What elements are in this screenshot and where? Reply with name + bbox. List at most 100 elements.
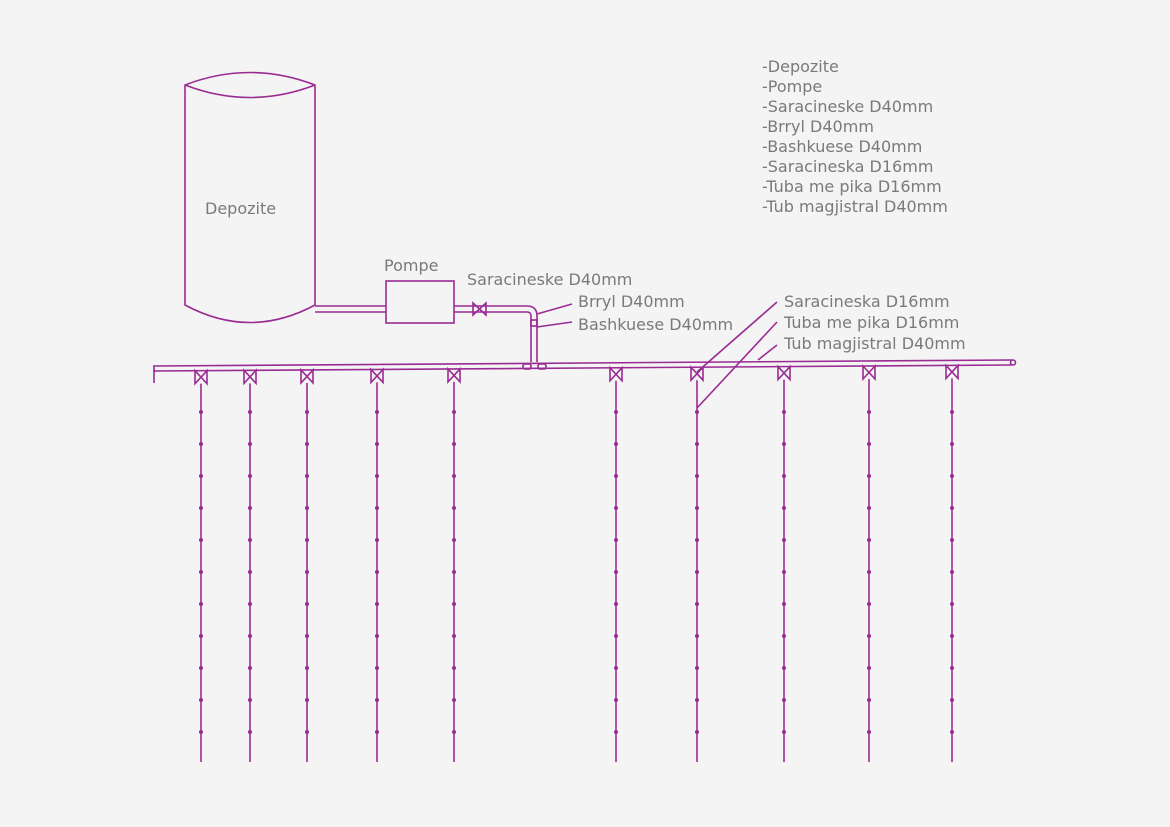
emitter-dot [305, 474, 309, 478]
emitter-dot [305, 570, 309, 574]
emitter-dot [248, 506, 252, 510]
lateral-valve-icon [777, 364, 791, 382]
pump: Pompe [384, 256, 455, 324]
emitter-dot [867, 442, 871, 446]
emitter-dot [199, 602, 203, 606]
emitter-dot [695, 698, 699, 702]
emitter-dot [782, 410, 786, 414]
emitter-dot [375, 634, 379, 638]
emitter-dot [867, 570, 871, 574]
emitter-dot [867, 730, 871, 734]
lateral-valve-icon [447, 366, 461, 384]
emitter-dot [452, 634, 456, 638]
emitter-dot [614, 602, 618, 606]
drip-line [243, 368, 257, 762]
emitter-dot [614, 730, 618, 734]
emitter-dot [452, 410, 456, 414]
emitter-dot [248, 442, 252, 446]
emitter-dot [695, 666, 699, 670]
emitter-dot [950, 634, 954, 638]
emitter-dot [199, 666, 203, 670]
legend-item: -Tuba me pika D16mm [762, 177, 942, 196]
emitter-dot [305, 442, 309, 446]
legend-item: -Brryl D40mm [762, 117, 874, 136]
legend-item: -Pompe [762, 77, 822, 96]
emitter-dot [950, 506, 954, 510]
emitter-dot [782, 474, 786, 478]
tank: Depozite [184, 71, 316, 324]
emitter-dot [452, 506, 456, 510]
drip-line [194, 368, 208, 762]
legend-item: -Bashkuese D40mm [762, 137, 922, 156]
lateral-valve-icon [945, 363, 959, 381]
emitter-dot [248, 634, 252, 638]
drip-line [862, 363, 876, 762]
emitter-dot [248, 570, 252, 574]
emitter-dot [695, 730, 699, 734]
emitter-dot [375, 698, 379, 702]
emitter-dot [248, 474, 252, 478]
emitter-dot [452, 474, 456, 478]
emitter-dot [452, 602, 456, 606]
emitter-dot [248, 410, 252, 414]
emitter-dot [695, 506, 699, 510]
emitter-dot [199, 698, 203, 702]
emitter-dot [199, 442, 203, 446]
emitter-dot [248, 698, 252, 702]
lateral-valve-icon [243, 368, 257, 386]
emitter-dot [614, 410, 618, 414]
emitter-dot [452, 538, 456, 542]
emitter-dot [375, 474, 379, 478]
callout-main-pipe: Tub magjistral D40mm [783, 334, 966, 353]
emitter-dot [305, 666, 309, 670]
legend-item: -Depozite [762, 57, 839, 76]
emitter-dot [375, 730, 379, 734]
emitter-dot [375, 570, 379, 574]
callout-valve-lateral: Saracineska D16mm [784, 292, 950, 311]
emitter-dot [452, 442, 456, 446]
coupler-icon [530, 319, 538, 327]
emitter-dot [950, 730, 954, 734]
emitter-dot [867, 634, 871, 638]
emitter-dot [452, 570, 456, 574]
drip-line [777, 364, 791, 762]
emitter-dot [782, 570, 786, 574]
emitter-dot [782, 602, 786, 606]
emitter-dot [375, 538, 379, 542]
emitter-dot [199, 570, 203, 574]
lateral-valve-icon [370, 367, 384, 385]
emitter-dot [614, 666, 618, 670]
emitter-dot [782, 506, 786, 510]
emitter-dot [614, 442, 618, 446]
emitter-dot [199, 474, 203, 478]
emitter-dot [950, 442, 954, 446]
emitter-dot [375, 506, 379, 510]
emitter-dot [614, 474, 618, 478]
emitter-dot [695, 474, 699, 478]
emitter-dot [782, 538, 786, 542]
legend-item: -Saracineska D16mm [762, 157, 933, 176]
emitter-dot [305, 538, 309, 542]
emitter-dot [867, 506, 871, 510]
emitter-dot [782, 634, 786, 638]
emitter-dot [614, 538, 618, 542]
emitter-dot [248, 666, 252, 670]
drip-line [300, 367, 314, 762]
emitter-dot [695, 634, 699, 638]
legend-item: -Saracineske D40mm [762, 97, 933, 116]
emitter-dot [614, 698, 618, 702]
emitter-dot [695, 570, 699, 574]
lateral-valve-icon [300, 367, 314, 385]
callout-valve-main: Saracineske D40mm [467, 270, 632, 289]
emitter-dot [614, 570, 618, 574]
emitter-dot [782, 698, 786, 702]
drip-line [370, 367, 384, 762]
pump-label: Pompe [384, 256, 438, 275]
emitter-dot [614, 506, 618, 510]
emitter-dot [867, 602, 871, 606]
emitter-dot [452, 698, 456, 702]
callout-elbow: Brryl D40mm [578, 292, 685, 311]
main-pipe [152, 359, 1017, 383]
emitter-dot [867, 666, 871, 670]
